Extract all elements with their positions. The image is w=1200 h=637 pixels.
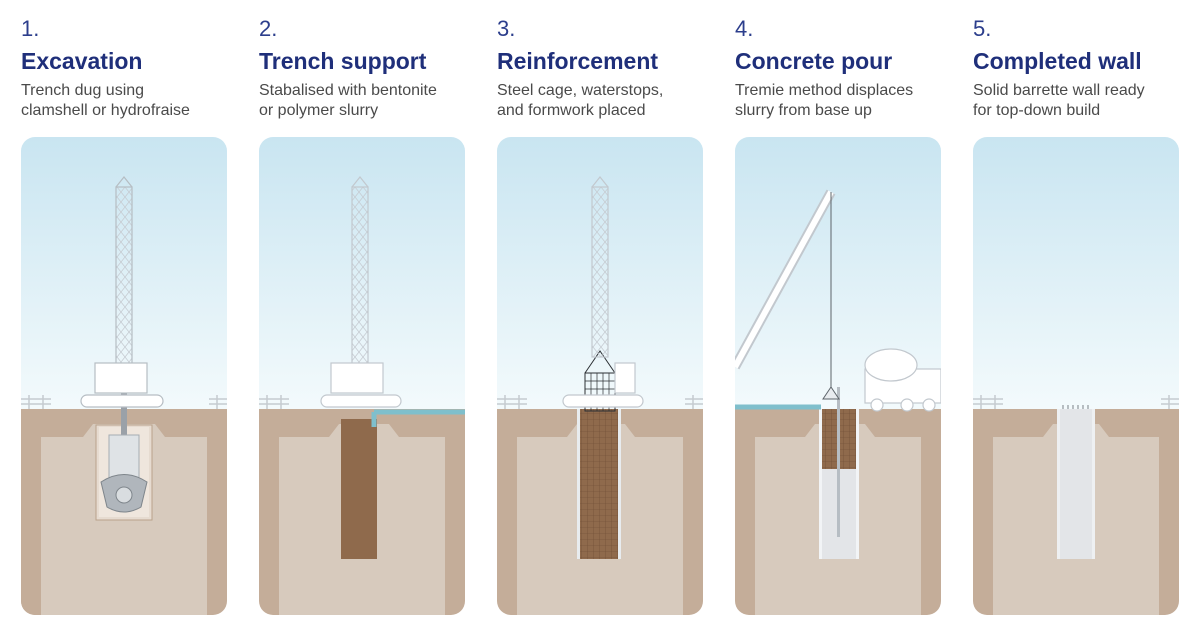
excavation-illustration bbox=[21, 137, 227, 615]
concrete-pour-illustration bbox=[735, 137, 941, 615]
step-trench-support: 2. Trench support Stabalised with benton… bbox=[259, 0, 465, 637]
step-description-line: clamshell or hydrofraise bbox=[21, 102, 190, 119]
step-title: Excavation bbox=[21, 48, 143, 74]
slurry-pipe bbox=[371, 409, 465, 427]
step-number: 1. bbox=[21, 16, 40, 41]
step-title: Trench support bbox=[259, 48, 427, 74]
crane-mast bbox=[115, 176, 133, 388]
completed-wall-illustration bbox=[973, 137, 1179, 615]
step-description: Steel cage, waterstops, and formwork pla… bbox=[497, 81, 717, 121]
step-description-line: Stabalised with bentonite bbox=[259, 82, 437, 99]
step-description-line: Trench dug using bbox=[21, 82, 145, 99]
step-description: Solid barrette wall ready for top-down b… bbox=[973, 81, 1193, 121]
sky bbox=[973, 137, 1179, 409]
step-description-line: slurry from base up bbox=[735, 102, 872, 119]
step-number: 3. bbox=[497, 16, 516, 41]
crane-boom bbox=[735, 189, 840, 400]
reinforcement-trench bbox=[577, 409, 621, 559]
slurry-trench bbox=[341, 419, 377, 559]
fence bbox=[259, 395, 289, 409]
step-description: Tremie method displaces slurry from base… bbox=[735, 81, 955, 121]
pour-trench bbox=[819, 387, 859, 559]
step-title: Concrete pour bbox=[735, 48, 893, 74]
barrette-wall bbox=[1057, 405, 1095, 559]
step-description-line: and formwork placed bbox=[497, 102, 646, 119]
step-description: Stabalised with bentonite or polymer slu… bbox=[259, 81, 479, 121]
crane-mast bbox=[591, 176, 609, 358]
fence bbox=[21, 395, 227, 409]
reinforcement-illustration bbox=[497, 137, 703, 615]
step-description-line: for top-down build bbox=[973, 102, 1101, 119]
step-description-line: Tremie method displaces bbox=[735, 82, 914, 99]
fence bbox=[973, 395, 1179, 409]
step-number: 5. bbox=[973, 16, 992, 41]
step-reinforcement: 3. Reinforcement Steel cage, waterstops,… bbox=[497, 0, 703, 637]
step-completed-wall: 5. Completed wall Solid barrette wall re… bbox=[973, 0, 1179, 637]
step-description-line: Solid barrette wall ready bbox=[973, 82, 1145, 99]
step-title: Reinforcement bbox=[497, 48, 659, 74]
step-description: Trench dug using clamshell or hydrofrais… bbox=[21, 81, 241, 121]
step-description-line: Steel cage, waterstops, bbox=[497, 82, 664, 99]
crane-base bbox=[562, 362, 644, 408]
concrete-mixer-truck bbox=[864, 348, 941, 412]
trench-support-illustration bbox=[259, 137, 465, 615]
crane-mast bbox=[351, 176, 369, 388]
fence bbox=[497, 395, 703, 409]
step-title: Completed wall bbox=[973, 48, 1142, 74]
step-concrete-pour: 4. Concrete pour Tremie method displaces… bbox=[735, 0, 941, 637]
step-number: 4. bbox=[735, 16, 754, 41]
step-number: 2. bbox=[259, 16, 278, 41]
crane-base bbox=[320, 362, 402, 408]
step-description-line: or polymer slurry bbox=[259, 102, 379, 119]
crane-base bbox=[80, 362, 164, 408]
step-excavation: 1. Excavation Trench dug using clamshell… bbox=[21, 0, 227, 637]
